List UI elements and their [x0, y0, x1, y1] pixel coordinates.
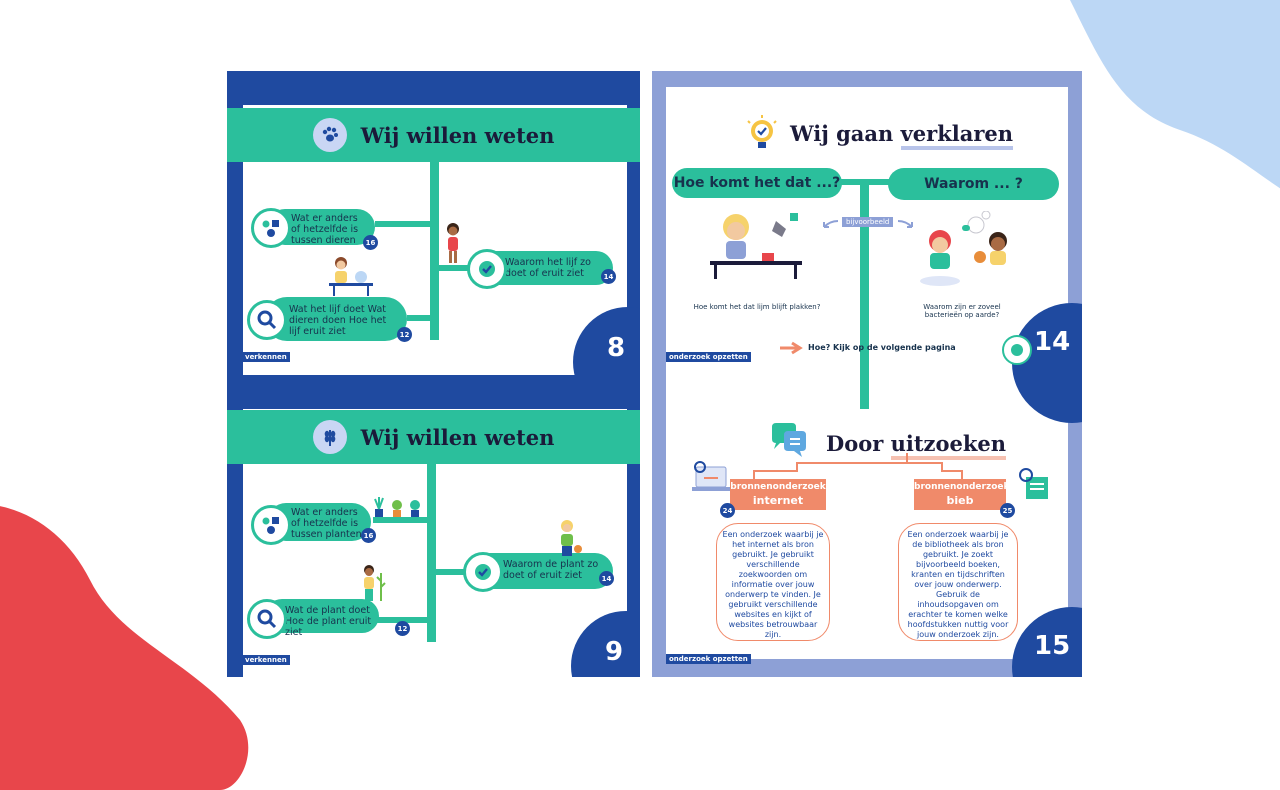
- topic-pill-3-text: Waarom de plant zo doet of eruit ziet: [503, 559, 599, 581]
- book-icon: [1019, 468, 1048, 499]
- page-8-left-border: [227, 105, 243, 375]
- plants-illustration: [374, 497, 420, 517]
- badge-12: 12: [395, 621, 410, 636]
- child-with-fishbowl-illustration: [329, 257, 373, 296]
- page-14-title-part2: verklaren: [900, 121, 1014, 150]
- child-with-plant-illustration: [364, 565, 386, 601]
- children-bacteria-illustration: [920, 211, 1007, 286]
- branch-3: [437, 265, 471, 271]
- chat-icon: [772, 423, 806, 457]
- shapes-icon: [251, 208, 291, 248]
- badge-16: 16: [361, 528, 376, 543]
- child-gluing-illustration: [710, 213, 802, 279]
- branch-1: [373, 517, 429, 523]
- page-14-title-part1: Wij gaan: [790, 121, 901, 146]
- caption-bacterieen: Waarom zijn er zoveel bacterieën op aard…: [923, 303, 1001, 319]
- page-8-title: Wij willen weten: [360, 122, 555, 148]
- child-illustration: [447, 223, 459, 263]
- branch-connector: [753, 453, 963, 481]
- page-9-left-border: [227, 409, 243, 677]
- branch-2: [377, 617, 429, 623]
- check-bulb-icon: [463, 552, 503, 592]
- page-number-15-text: 15: [1034, 631, 1071, 661]
- pages-14-15: Wij gaan verklaren Hoe komt het dat ...?…: [652, 71, 1082, 677]
- page-9-title: Wij willen weten: [360, 424, 555, 450]
- section-tag-onderzoek: onderzoek opzetten: [666, 352, 751, 362]
- page-number-9: 9: [571, 611, 640, 677]
- badge-14: 14: [601, 269, 616, 284]
- page-15-title-part2: uitzoeken: [890, 431, 1007, 460]
- laptop-icon: [692, 461, 730, 491]
- internet-description: Een onderzoek waarbij je het internet al…: [716, 523, 830, 641]
- caption-lijm: Hoe komt het dat lijm blijft plakken?: [693, 303, 821, 311]
- source-internet-line1: bronnenonderzoek: [730, 482, 826, 492]
- next-page-hint: Hoe? Kijk op de volgende pagina: [808, 343, 956, 352]
- gardener-illustration: [561, 520, 582, 556]
- page-number-14-text: 14: [1034, 327, 1071, 357]
- page-8-header: Wij willen weten: [227, 108, 640, 162]
- blue-blob-decoration: [1070, 0, 1280, 189]
- magnifier-icon: [247, 599, 287, 639]
- badge-16: 16: [363, 235, 378, 250]
- section-tag-verkennen: verkennen: [242, 352, 290, 362]
- example-label: bijvoorbeeld: [842, 217, 894, 227]
- badge-25: 25: [1000, 503, 1015, 518]
- section-tag-onderzoek: onderzoek opzetten: [666, 654, 751, 664]
- section-tag-verkennen: verkennen: [242, 655, 290, 665]
- branch-2: [407, 315, 433, 321]
- page-number-9-text: 9: [605, 637, 624, 667]
- tree-trunk: [430, 162, 439, 340]
- pill-waarom: Waarom ... ?: [888, 168, 1059, 200]
- arrow-icon: [780, 341, 803, 355]
- page-9-top-band: [227, 375, 640, 409]
- page-15-title-part1: Door: [826, 431, 891, 456]
- badge-14: 14: [599, 571, 614, 586]
- source-bieb-line1: bronnenonderzoek: [914, 482, 1010, 492]
- topic-pill-2-text: Wat het lijf doet Wat dieren doen Hoe he…: [289, 304, 387, 337]
- topic-pill-1-text: Wat er anders of hetzelfde is tussen die…: [291, 213, 359, 246]
- page-14-title: Wij gaan verklaren: [790, 121, 1014, 150]
- branch-3: [434, 569, 468, 575]
- tree-trunk: [427, 464, 436, 642]
- page-number-8: 8: [573, 307, 640, 375]
- shapes-icon: [251, 505, 291, 545]
- magnifier-icon: [247, 300, 287, 340]
- topic-pill-3-text: Waarom het lijf zo doet of eruit ziet: [505, 257, 591, 279]
- page-9-header: Wij willen weten: [227, 410, 640, 464]
- page-9: Wij willen weten Wat er anders of hetzel…: [227, 375, 640, 677]
- lightbulb-icon: [747, 115, 777, 148]
- page-15-title: Door uitzoeken: [826, 431, 1007, 460]
- bieb-description: Een onderzoek waarbij je de bibliotheek …: [898, 523, 1018, 641]
- topic-pill-2: Wat het lijf doet Wat dieren doen Hoe he…: [265, 297, 407, 341]
- badge-12: 12: [397, 327, 412, 342]
- badge-24: 24: [720, 503, 735, 518]
- page-8-top-band: [227, 71, 640, 105]
- branch-1: [375, 221, 433, 227]
- paw-icon: [312, 118, 347, 152]
- wheat-icon: [312, 420, 347, 454]
- pill-hoe-komt-het-dat: Hoe komt het dat ...?: [672, 168, 842, 198]
- topic-pill-2-text: Wat de plant doet Hoe de plant eruit zie…: [285, 605, 372, 638]
- arrow-right-icon: [897, 220, 913, 228]
- topic-pill-1-text: Wat er anders of hetzelfde is tussen pla…: [291, 507, 362, 540]
- check-bulb-icon: [467, 249, 507, 289]
- source-internet-box: bronnenonderzoek internet: [730, 479, 826, 510]
- arrow-left-icon: [823, 220, 839, 228]
- source-internet-line2: internet: [752, 494, 804, 507]
- red-blob-decoration: [0, 506, 249, 790]
- source-bieb-line2: bieb: [946, 494, 974, 507]
- check-bulb-icon: [1002, 335, 1032, 365]
- page-9-right-border: [627, 409, 640, 677]
- source-bieb-box: bronnenonderzoek bieb: [914, 479, 1010, 510]
- page-number-8-text: 8: [607, 333, 626, 363]
- page-8: Wij willen weten Wat er anders of hetzel…: [227, 71, 640, 375]
- connector-trunk: [860, 179, 869, 409]
